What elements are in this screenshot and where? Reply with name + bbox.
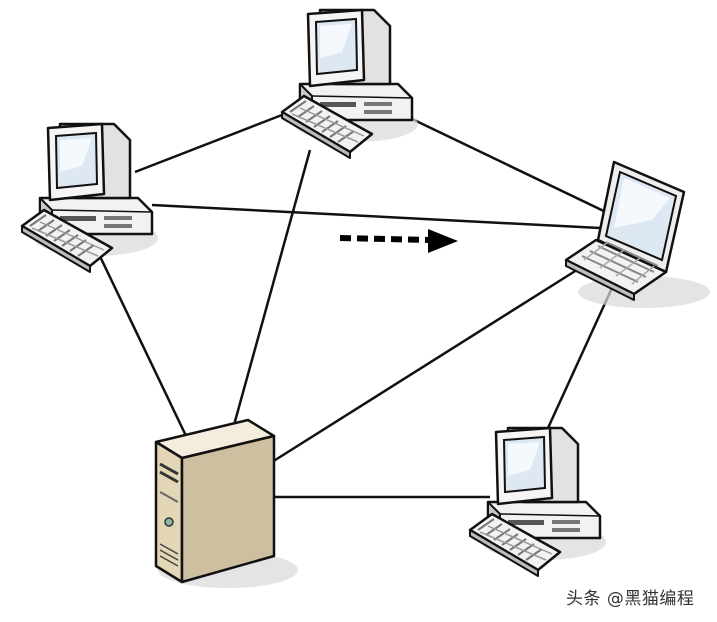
link-laptop-server <box>271 266 581 464</box>
data-flow-arrow <box>339 229 458 253</box>
link-pc-left-laptop <box>151 203 601 230</box>
laptop-computer-icon <box>564 160 712 310</box>
desktop-computer-left-icon <box>20 122 160 274</box>
link-pc-left-server <box>94 247 190 441</box>
link-pc-left-pc-top <box>134 106 301 174</box>
server-tower-icon <box>154 418 300 590</box>
connection-lines <box>94 106 614 499</box>
desktop-computer-top-icon <box>280 8 420 160</box>
watermark-text: 头条 @黑猫编程 <box>566 589 695 609</box>
link-pc-top-laptop <box>409 116 613 217</box>
link-laptop-pc-bottom-right <box>546 287 614 429</box>
desktop-computer-bottom-right-icon <box>468 426 608 578</box>
link-pc-top-server <box>232 149 312 426</box>
